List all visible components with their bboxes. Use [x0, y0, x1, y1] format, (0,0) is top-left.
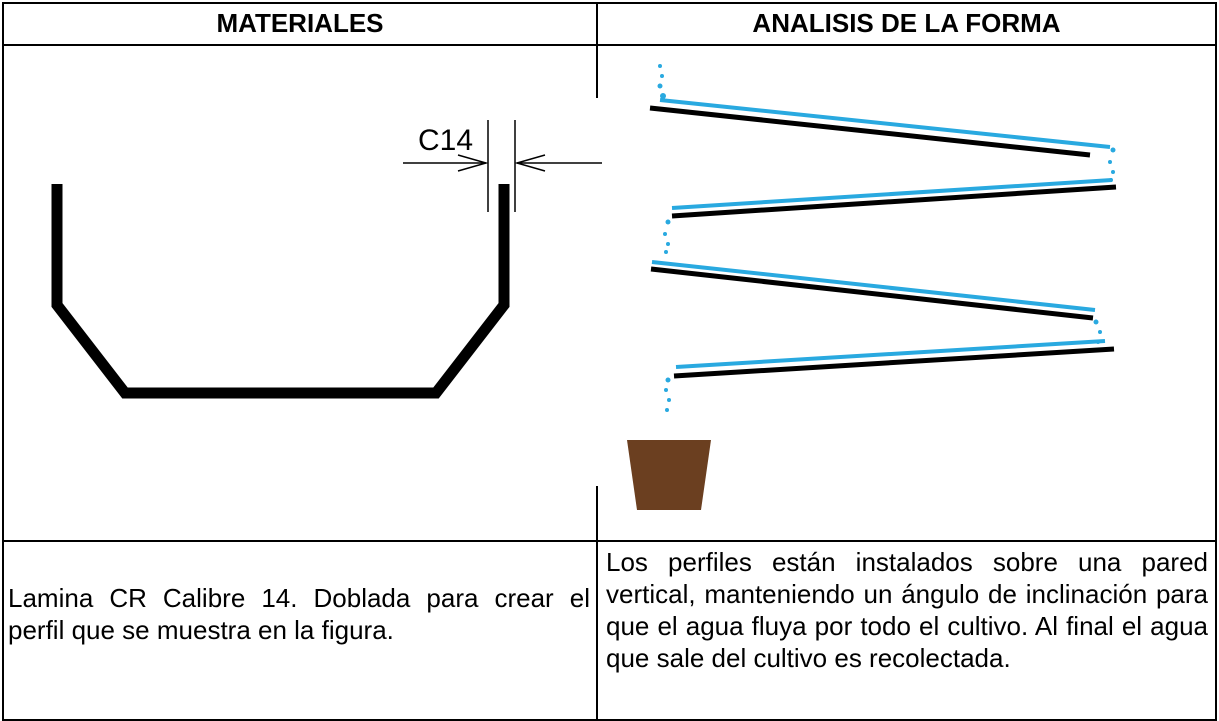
- dimension-arrowhead-right: [514, 154, 546, 172]
- profile-2: [671, 184, 1117, 219]
- dimension-label: C14: [418, 124, 473, 157]
- profile-1-water: [659, 98, 1111, 149]
- materials-header: MATERIALES: [216, 8, 384, 38]
- form-description: Los perfiles están instalados sobre una …: [606, 547, 1208, 673]
- profile-2-water: [671, 178, 1113, 210]
- table-left-border: [2, 2, 4, 721]
- materials-description: Lamina CR Calibre 14. Doblada para crear…: [8, 583, 590, 645]
- collection-pot: [627, 440, 711, 510]
- dimension-arrowhead-left: [457, 154, 489, 172]
- gutter-profile: [51, 184, 510, 399]
- water-drip-top: [657, 64, 666, 99]
- water-drip-left-2: [663, 219, 671, 254]
- materials-header-cell: MATERIALES: [4, 2, 596, 44]
- table-bottom-border: [2, 719, 1217, 721]
- profile-3-water: [651, 260, 1096, 312]
- water-drip-left-4: [664, 377, 671, 412]
- form-analysis-header: ANALISIS DE LA FORMA: [752, 8, 1061, 38]
- profile-3: [650, 266, 1094, 321]
- water-drip-right-1: [1108, 147, 1116, 182]
- profile-4-water: [675, 339, 1106, 369]
- profile-1: [649, 105, 1091, 158]
- column-divider-top: [596, 2, 598, 98]
- gutter-profile-figure: C14: [51, 120, 602, 399]
- table-right-border: [1215, 2, 1217, 721]
- form-analysis-header-cell: ANALISIS DE LA FORMA: [598, 2, 1215, 44]
- table-top-border: [2, 2, 1217, 4]
- zigzag-profiles-figure: [627, 64, 1117, 510]
- column-divider-bottom: [596, 486, 598, 721]
- header-bottom-border: [2, 44, 1217, 46]
- figure-row-bottom-border: [2, 540, 1217, 542]
- profile-4: [673, 346, 1115, 379]
